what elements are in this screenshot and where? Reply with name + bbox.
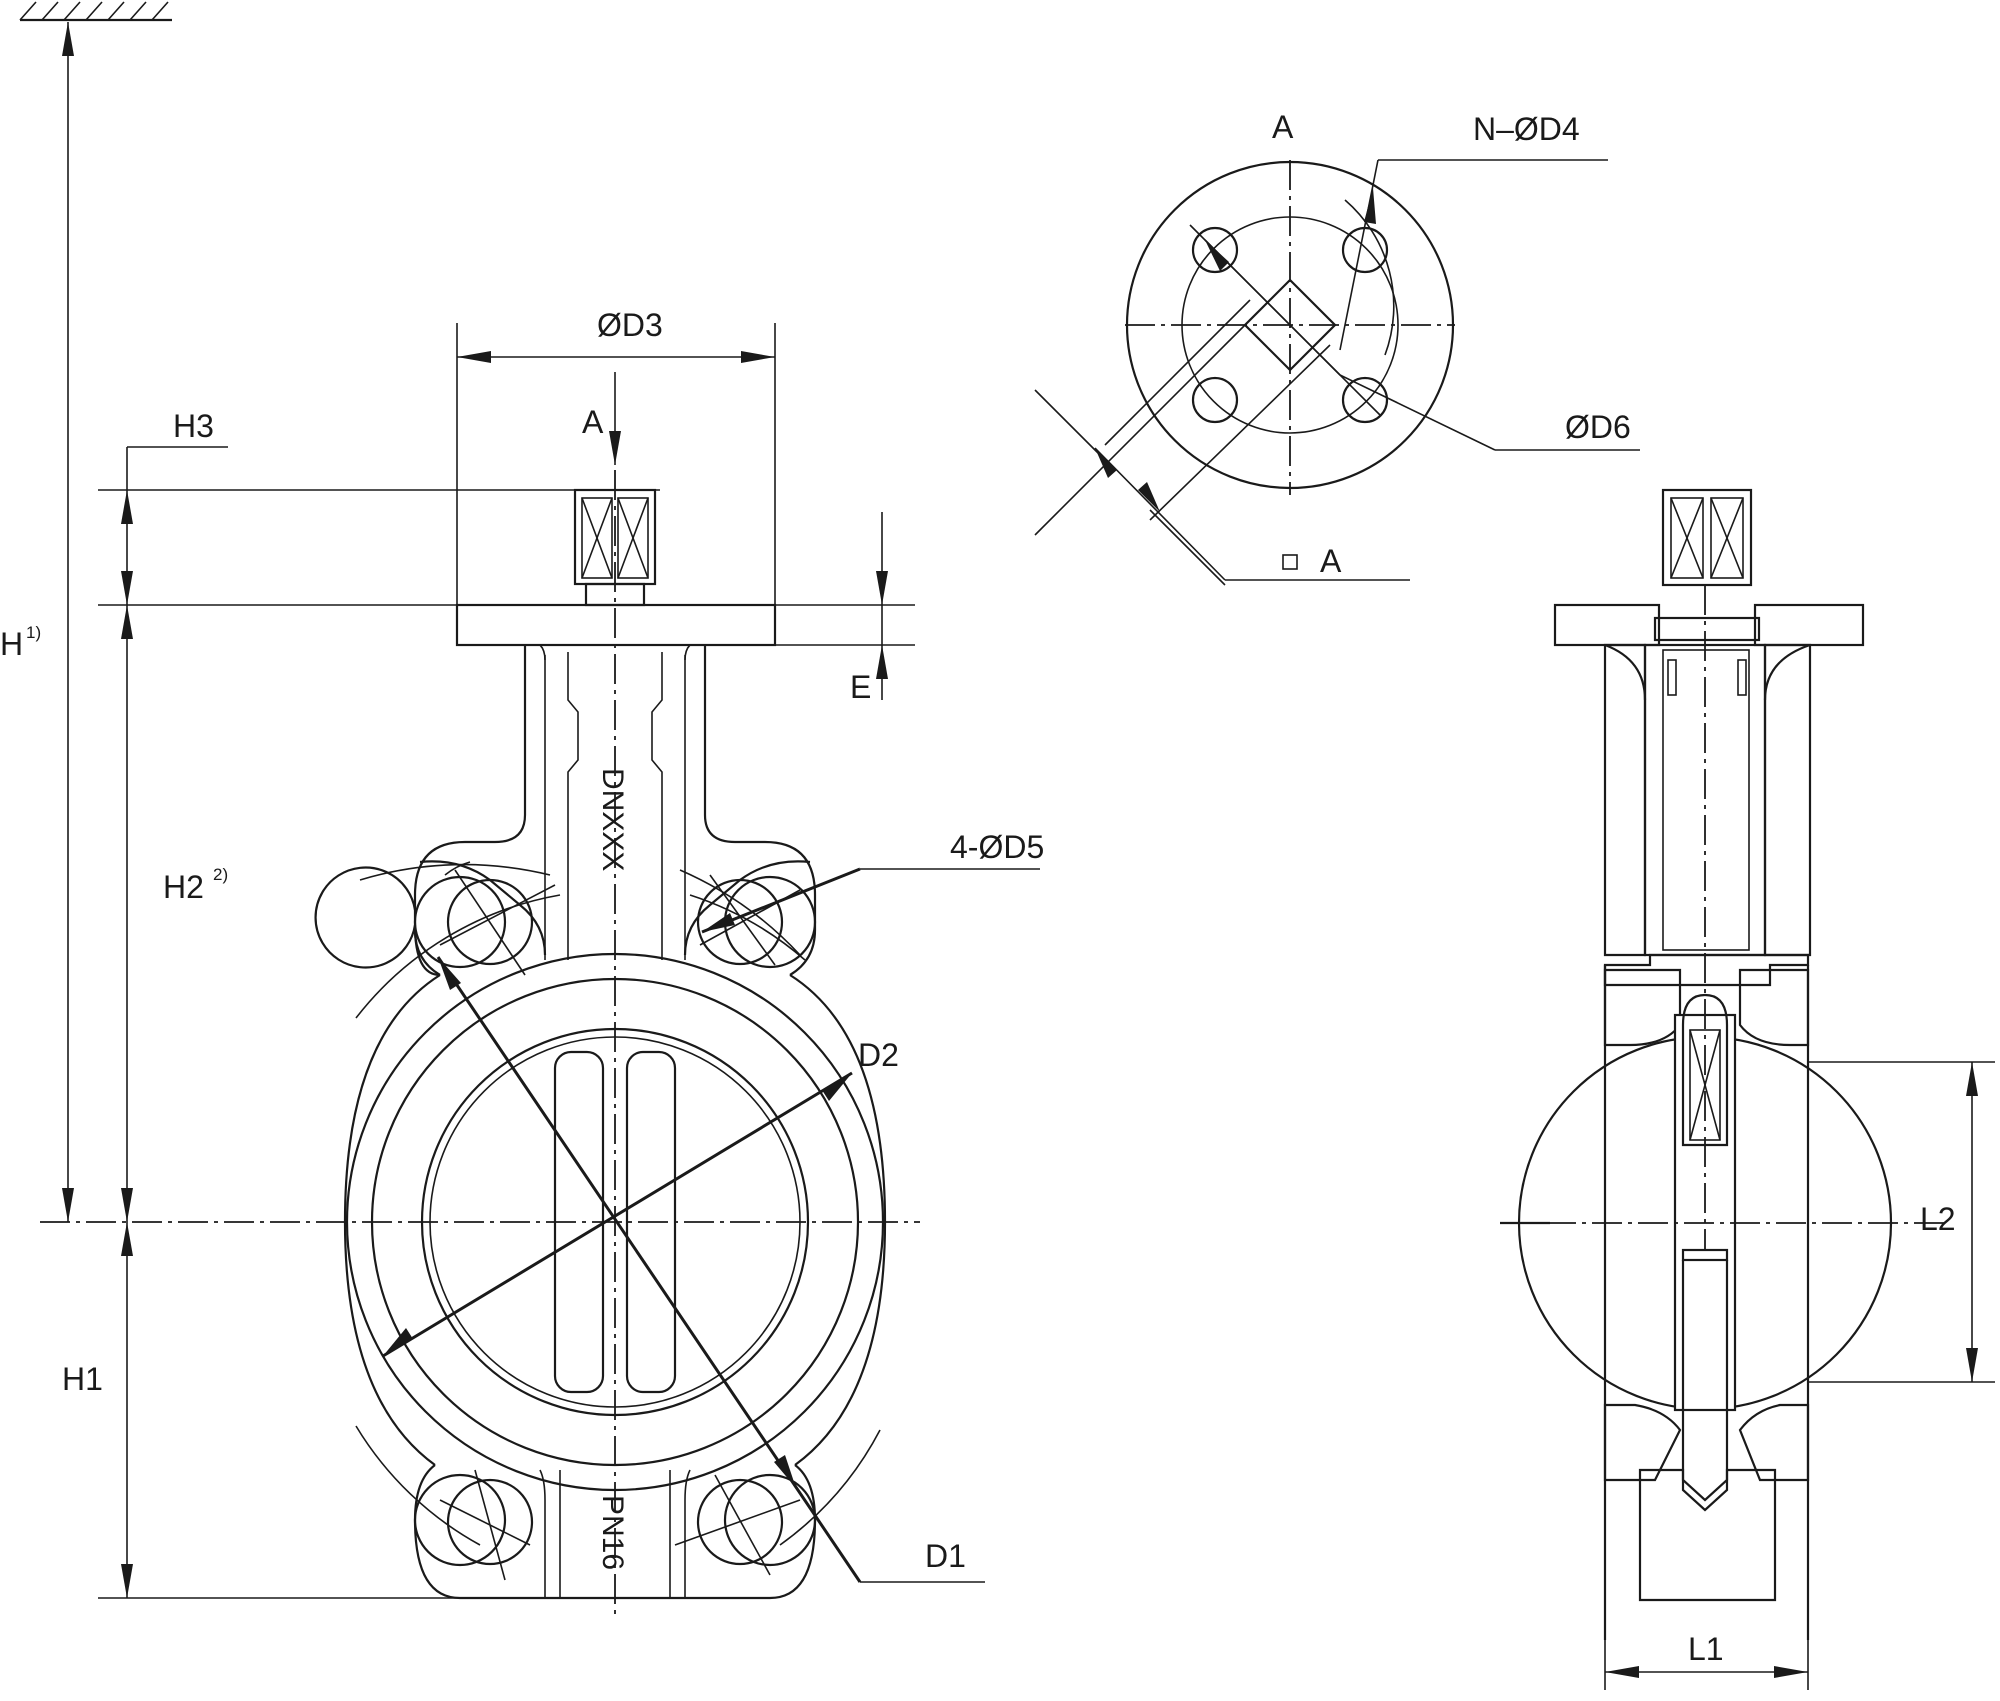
dimension-d2: [382, 1071, 853, 1358]
label-d5: 4-ØD5: [950, 829, 1044, 865]
label-h: H: [0, 626, 23, 662]
view-a-arrow: [609, 372, 621, 465]
label-d1: D1: [925, 1538, 966, 1574]
marking-dn: DNXXX: [596, 768, 629, 871]
flange-view-a: A ØD6 N–ØD4 A: [1034, 109, 1640, 586]
dimension-d5: [701, 867, 1040, 934]
label-nd4: N–ØD4: [1473, 111, 1580, 147]
label-l2: L2: [1920, 1201, 1956, 1237]
label-d2: D2: [858, 1037, 899, 1073]
dimension-h-chain: [121, 446, 228, 1598]
label-e: E: [850, 669, 871, 705]
dimension-h: [62, 22, 74, 1222]
label-d3: ØD3: [597, 307, 663, 343]
dimension-l2: [1808, 1061, 1995, 1383]
label-h2: H2: [163, 869, 204, 905]
marking-pn: PN16: [596, 1495, 629, 1570]
dimension-d3: [456, 323, 776, 645]
label-l1: L1: [1688, 1631, 1724, 1667]
label-h3: H3: [173, 408, 214, 444]
dimension-e: [876, 512, 888, 700]
dimension-l1: [1604, 1640, 1809, 1690]
ceiling-reference: [19, 1, 172, 22]
label-h2-superscript: 2): [213, 865, 228, 884]
label-h1: H1: [62, 1361, 103, 1397]
side-section-view: L2 L1: [1500, 488, 1995, 1690]
label-square-a: A: [1320, 543, 1342, 579]
label-a-top: A: [582, 404, 604, 440]
label-d6: ØD6: [1565, 409, 1631, 445]
neck: [413, 644, 817, 976]
dimension-d1: [436, 956, 985, 1583]
label-flange-a: A: [1272, 109, 1294, 145]
front-view: H 1) H3 H2 2) H1 E: [0, 1, 1044, 1620]
label-h-superscript: 1): [26, 623, 41, 642]
